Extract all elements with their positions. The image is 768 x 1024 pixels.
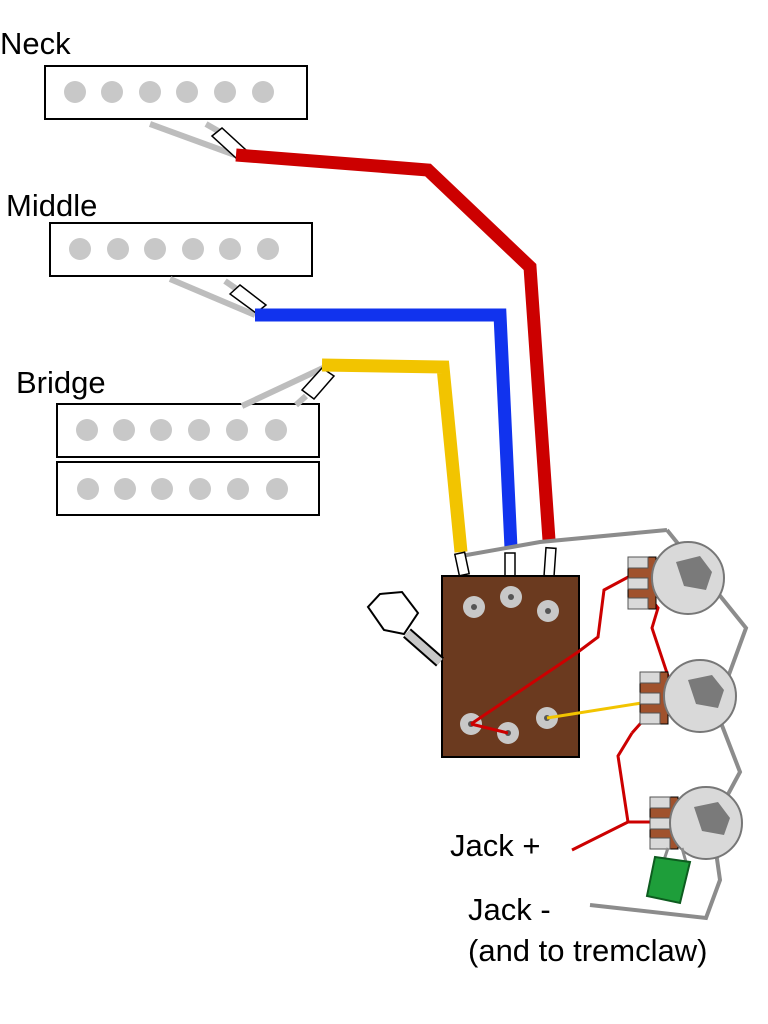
solder-blob-icon: [688, 675, 724, 708]
middle-pickup-poles: [69, 238, 279, 260]
pickup-selector-switch: [441, 575, 580, 758]
neck-pickup: [44, 65, 308, 120]
middle-pickup: [49, 222, 313, 277]
bridge-hot-wire: [321, 358, 468, 553]
tone-capacitor: [645, 847, 692, 905]
tone-pot-2: [649, 786, 743, 860]
middle-label: Middle: [6, 188, 97, 223]
tone-pot-1: [639, 659, 737, 733]
volume-pot: [627, 541, 725, 615]
neck-label: Neck: [0, 26, 71, 61]
tremclaw-label: (and to tremclaw): [468, 933, 707, 968]
neck-pickup-leads: [148, 121, 248, 159]
middle-hot-wire: [255, 308, 518, 549]
bridge-pickup-poles: [76, 419, 288, 500]
solder-blob-icon: [676, 556, 712, 590]
switch-tip-icon: [366, 590, 420, 636]
solder-blob-icon: [694, 802, 730, 835]
switch-lever: [366, 590, 444, 667]
neck-pickup-poles: [64, 81, 274, 103]
jack-minus-label: Jack -: [468, 892, 551, 927]
middle-pickup-leads: [168, 276, 268, 318]
bridge-label: Bridge: [16, 365, 106, 400]
bridge-pickup-leads: [240, 365, 336, 409]
neck-hot-wire: [235, 148, 556, 541]
tone-wire: [546, 700, 649, 720]
jack-plus-label: Jack +: [450, 828, 540, 863]
bridge-humbucker: [56, 403, 320, 516]
